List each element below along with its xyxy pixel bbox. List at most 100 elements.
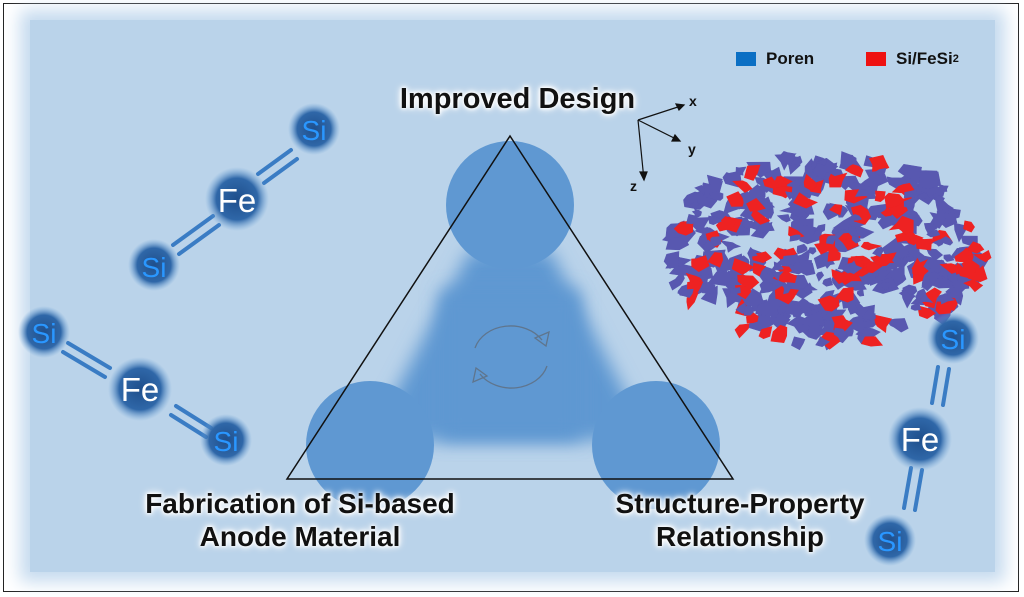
pore-blob (728, 286, 741, 295)
pore-blob (903, 189, 919, 199)
silicide-blob (770, 324, 788, 344)
axis-triad (637, 103, 686, 182)
legend-item-pores: Poren (736, 48, 814, 70)
silicide-blob (828, 172, 848, 188)
pore-blob (826, 235, 838, 245)
si-label: Si (142, 252, 167, 283)
pore-blob (816, 271, 825, 282)
silicide-blob (744, 164, 761, 181)
pore-blob (932, 193, 945, 203)
pore-blob (940, 293, 955, 305)
si-atom (927, 312, 979, 364)
pore-blob (833, 327, 848, 340)
pore-blob (790, 261, 816, 276)
silicide-blob (861, 336, 883, 347)
si-atom (200, 414, 252, 466)
pore-blob (881, 282, 890, 291)
si-atom (288, 103, 340, 155)
pore-blob (710, 236, 722, 247)
pore-blob (778, 151, 796, 168)
silicide-blob (831, 269, 849, 285)
pore-blob (815, 336, 831, 348)
label-structure-property: Structure-Property Relationship (585, 487, 895, 553)
pore-blob (886, 176, 907, 189)
pore-blob (872, 246, 884, 257)
silicide-blob (963, 220, 975, 233)
si-label: Si (941, 324, 966, 355)
pore-blob (755, 221, 775, 236)
pore-blob (822, 277, 833, 287)
pore-blob (916, 192, 930, 200)
silicide-blob (912, 257, 929, 277)
pore-blob (937, 183, 949, 192)
pore-blob (929, 212, 951, 229)
silicide-blob (874, 190, 886, 203)
pore-blob (926, 248, 944, 261)
molecule-left: Fe Si Si (18, 306, 252, 466)
label-structure-property-line2: Relationship (655, 521, 824, 553)
silicide-blob (963, 279, 984, 293)
pore-blob (897, 163, 922, 183)
pore-blob (790, 155, 803, 166)
legend-label-pores: Poren (766, 49, 815, 68)
molecule-upper-left: Fe Si Si (128, 103, 340, 291)
molecule-right: Si Fe Si (864, 312, 979, 566)
pore-blob (813, 229, 823, 240)
pore-blob (847, 260, 863, 275)
pore-blob (747, 246, 758, 257)
pore-blob (691, 209, 702, 219)
pore-blob (669, 264, 691, 276)
silicide-blob (872, 253, 895, 264)
node-top (446, 141, 574, 269)
silicide-blob (844, 164, 864, 178)
label-improved-design: Improved Design (380, 82, 655, 116)
pore-blob (668, 270, 685, 291)
pore-blob (769, 170, 778, 181)
pore-blob (772, 271, 784, 281)
silicide-blob (895, 232, 912, 243)
silicide-blob (775, 287, 800, 305)
pore-blob (785, 191, 794, 200)
silicide-blob (752, 262, 767, 277)
fe-atom (108, 357, 172, 421)
axis-label-z: z (630, 178, 637, 194)
pore-blob (789, 234, 801, 242)
fe-label: Fe (218, 182, 257, 219)
pore-blob (782, 254, 799, 266)
silicide-blob (966, 241, 985, 254)
fe-atom (205, 167, 269, 231)
silicide-blob (972, 249, 992, 263)
pore-blob (792, 208, 808, 218)
silicide-blob (860, 241, 882, 251)
pore-blob (809, 161, 818, 172)
silicide-blob (731, 257, 755, 276)
pore-blob (851, 235, 862, 244)
pore-blob (925, 273, 938, 286)
pore-blob (898, 290, 917, 303)
silicide-blob (726, 191, 744, 207)
silicide-blob (707, 252, 724, 268)
pore-blob (700, 281, 716, 295)
pore-blob (862, 309, 876, 321)
silicide-blob (691, 255, 710, 273)
legend-swatch-silicide (866, 52, 886, 66)
si-label: Si (32, 318, 57, 349)
pore-blob (791, 336, 806, 351)
pore-blob (677, 288, 694, 298)
si-label: Si (214, 426, 239, 457)
fe-atom (888, 407, 952, 471)
pore-blob (849, 214, 863, 221)
si-label: Si (878, 526, 903, 557)
pore-blob (746, 184, 765, 199)
label-fabrication-line2: Anode Material (199, 521, 401, 553)
legend-swatch-pores (736, 52, 756, 66)
pore-blob (719, 240, 742, 253)
silicide-blob (880, 206, 893, 217)
pore-blob (945, 282, 964, 306)
pore-blob (707, 270, 733, 286)
si-label: Si (302, 115, 327, 146)
pore-blob (903, 198, 915, 209)
label-structure-property-line1: Structure-Property (615, 488, 865, 519)
